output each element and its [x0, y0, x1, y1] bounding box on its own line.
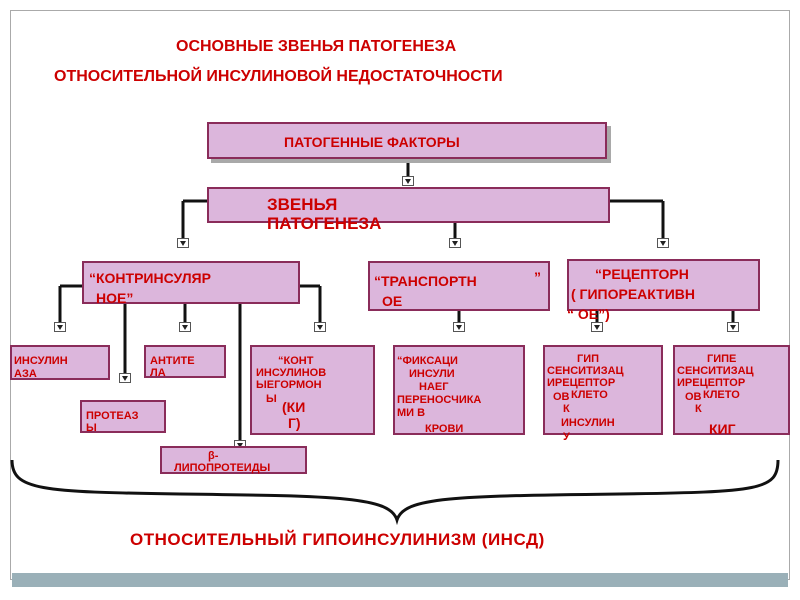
transport-label-3: ОЕ: [382, 293, 403, 309]
links-box: ЗВЕНЬЯ ПАТОГЕНЕЗА: [207, 187, 610, 233]
arrow-head-icon: [177, 238, 189, 248]
contrainsular-label-1: “КОНТРИНСУЛЯР: [89, 270, 211, 286]
hypo-cells-l1: ГИП: [577, 353, 600, 365]
contra-hormones-l6: Г): [288, 415, 301, 431]
contra-hormones-l2: ИНСУЛИНОВ: [256, 367, 327, 379]
contra-hormones-l4: Ы: [266, 393, 277, 405]
arrow-triangle-icon: [660, 241, 666, 246]
arrow-head-icon: [727, 322, 739, 332]
proteases-box: ПРОТЕАЗ Ы: [80, 400, 166, 434]
hyper-cells-l3: ИРЕЦЕПТОР: [677, 377, 746, 389]
arrow-head-icon: [179, 322, 191, 332]
insulinase-label-2: АЗА: [14, 368, 37, 380]
fixation-l4: ПЕРЕНОСЧИКА: [397, 394, 482, 406]
arrow-triangle-icon: [182, 325, 188, 330]
lipoproteins-label-2: ЛИПОПРОТЕИДЫ: [174, 462, 271, 474]
fixation-box: “ФИКСАЦИ ИНСУЛИ НАЕГ ПЕРЕНОСЧИКА МИ В КР…: [393, 345, 525, 435]
receptor-label-2: ( ГИПОРЕАКТИВН: [571, 286, 696, 302]
insulinase-box: ИНСУЛИН АЗА: [10, 345, 110, 380]
transport-label-1: “ТРАНСПОРТН: [374, 273, 477, 289]
receptor-label-3: “ ОЕ”): [567, 306, 610, 322]
hypo-cells-box: ГИП СЕНСИТИЗАЦ ИРЕЦЕПТОР ОВ КЛЕТО К ИНСУ…: [543, 345, 663, 443]
arrow-triangle-icon: [57, 325, 63, 330]
hypo-cells-l8: У: [563, 431, 570, 443]
arrow-head-icon: [591, 322, 603, 332]
arrow-triangle-icon: [730, 325, 736, 330]
hyper-cells-l7: КИГ: [709, 421, 736, 437]
antibodies-label-2: ЛА: [150, 367, 166, 379]
contra-hormones-l5: (КИ: [282, 399, 306, 415]
antibodies-box: АНТИТЕ ЛА: [144, 345, 226, 379]
arrow-head-icon: [119, 373, 131, 383]
arrow-head-icon: [402, 176, 414, 186]
arrow-head-icon: [453, 322, 465, 332]
hypo-cells-l5: КЛЕТО: [571, 389, 608, 401]
receptor-box: “РЕЦЕПТОРН ( ГИПОРЕАКТИВН “ ОЕ”): [567, 259, 760, 322]
hyper-cells-l6: К: [695, 403, 702, 415]
arrow-head-icon: [657, 238, 669, 248]
title-line-1: ОСНОВНЫЕ ЗВЕНЬЯ ПАТОГЕНЕЗА: [176, 38, 457, 55]
arrow-triangle-icon: [237, 443, 243, 448]
hypo-cells-l2: СЕНСИТИЗАЦ: [547, 365, 624, 377]
contra-hormones-l1: “КОНТ: [278, 355, 314, 367]
links-label-2: ПАТОГЕНЕЗА: [267, 214, 382, 233]
hyper-cells-l4: ОВ: [685, 391, 702, 403]
hypo-cells-l6: К: [563, 403, 570, 415]
arrow-triangle-icon: [122, 376, 128, 381]
hypo-cells-l7: ИНСУЛИН: [561, 417, 615, 429]
slide-bottom-bar: [12, 573, 788, 587]
lipoproteins-box: β- ЛИПОПРОТЕИДЫ: [160, 446, 307, 474]
fixation-l1: “ФИКСАЦИ: [397, 355, 458, 367]
links-label-1: ЗВЕНЬЯ: [267, 195, 338, 214]
arrow-triangle-icon: [405, 179, 411, 184]
insulinase-label-1: ИНСУЛИН: [14, 355, 68, 367]
proteases-label-1: ПРОТЕАЗ: [86, 410, 139, 422]
contrainsular-box: “КОНТРИНСУЛЯР НОЕ”: [82, 261, 300, 306]
arrow-head-icon: [54, 322, 66, 332]
hyper-cells-l1: ГИПЕ: [707, 353, 737, 365]
fixation-l6: КРОВИ: [425, 423, 464, 435]
arrow-head-icon: [449, 238, 461, 248]
arrow-triangle-icon: [456, 325, 462, 330]
fixation-l5: МИ В: [397, 407, 426, 419]
factors-label: ПАТОГЕННЫЕ ФАКТОРЫ: [284, 134, 460, 150]
arrow-head-icon: [314, 322, 326, 332]
contra-hormones-l3: ЫЕГОРМОН: [256, 379, 322, 391]
fixation-l2: ИНСУЛИ: [409, 368, 455, 380]
hypo-cells-l4: ОВ: [553, 391, 570, 403]
arrow-triangle-icon: [180, 241, 186, 246]
proteases-label-2: Ы: [86, 422, 97, 434]
title-line-2: ОТНОСИТЕЛЬНОЙ ИНСУЛИНОВОЙ НЕДОСТАТОЧНОСТ…: [54, 68, 503, 85]
receptor-label-1: “РЕЦЕПТОРН: [595, 266, 689, 282]
antibodies-label-1: АНТИТЕ: [150, 355, 195, 367]
transport-box: “ТРАНСПОРТН ” ОЕ: [368, 261, 550, 311]
transport-label-2: ”: [534, 269, 541, 285]
contra-hormones-box: “КОНТ ИНСУЛИНОВ ЫЕГОРМОН Ы (КИ Г): [250, 345, 375, 435]
hypo-cells-l3: ИРЕЦЕПТОР: [547, 377, 616, 389]
contrainsular-label-2: НОЕ”: [96, 290, 134, 306]
hyper-cells-box: ГИПЕ СЕНСИТИЗАЦ ИРЕЦЕПТОР ОВ КЛЕТО К КИГ: [673, 345, 790, 437]
lipoproteins-label-1: β-: [208, 450, 219, 462]
arrow-triangle-icon: [317, 325, 323, 330]
arrow-triangle-icon: [594, 325, 600, 330]
hyper-cells-l2: СЕНСИТИЗАЦ: [677, 365, 754, 377]
factors-box: ПАТОГЕННЫЕ ФАКТОРЫ: [207, 122, 607, 159]
curly-brace: [10, 459, 780, 526]
arrow-triangle-icon: [452, 241, 458, 246]
fixation-l3: НАЕГ: [419, 381, 449, 393]
hyper-cells-l5: КЛЕТО: [703, 389, 740, 401]
result-label: ОТНОСИТЕЛЬНЫЙ ГИПОИНСУЛИНИЗМ (ИНСД): [130, 530, 545, 549]
